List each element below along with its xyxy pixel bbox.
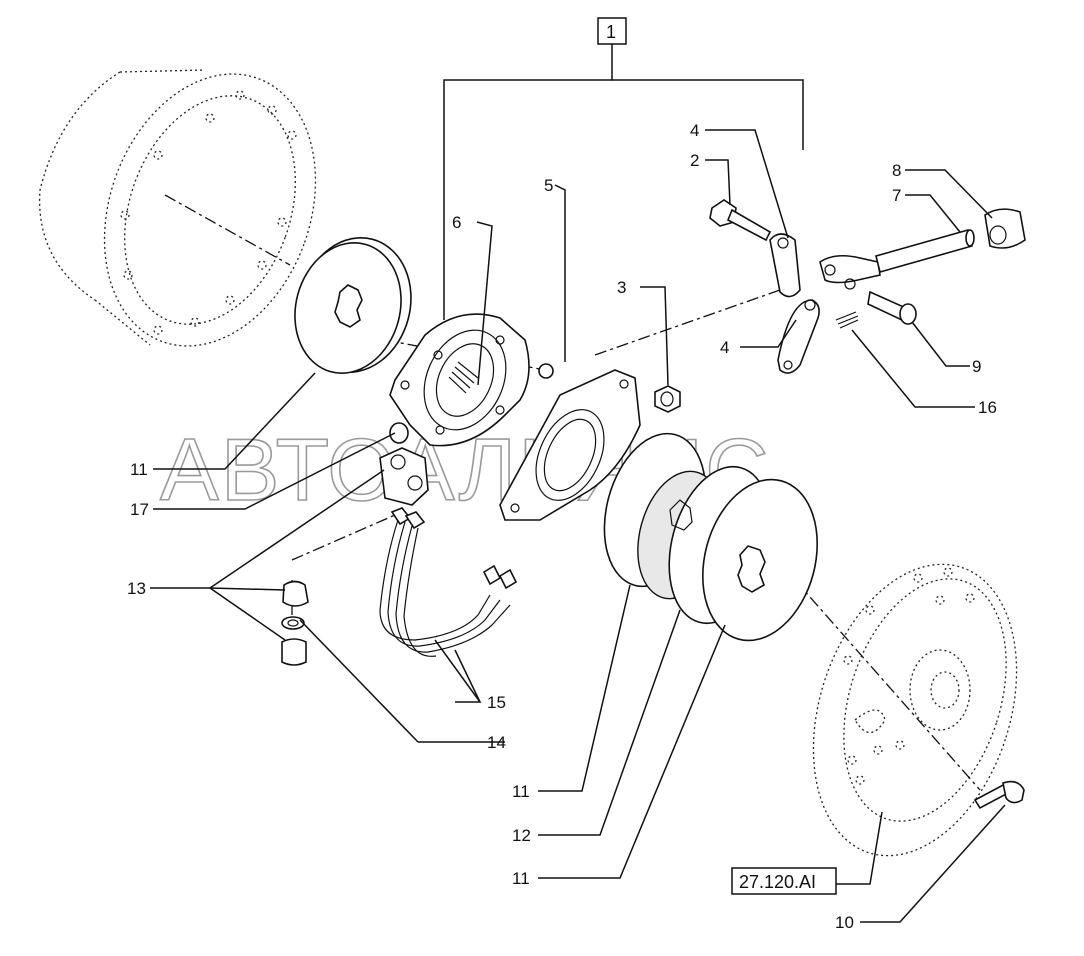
bushing-set bbox=[281, 580, 309, 666]
leader-lines bbox=[150, 129, 1006, 923]
callout-15: 15 bbox=[487, 693, 506, 712]
callout-9: 9 bbox=[972, 357, 981, 376]
bolt-part-10 bbox=[973, 780, 1025, 810]
callout-11-middle: 11 bbox=[512, 782, 530, 801]
actuator-plate bbox=[389, 313, 530, 447]
callout-7: 7 bbox=[892, 186, 901, 205]
cotter-pin-part-16 bbox=[835, 311, 859, 329]
lock-nut bbox=[654, 385, 681, 413]
disc-pack bbox=[603, 432, 819, 642]
threaded-rod-part-7 bbox=[875, 229, 975, 273]
callout-3: 3 bbox=[617, 278, 626, 297]
callout-12: 12 bbox=[512, 826, 531, 845]
group-ref-label: 1 bbox=[606, 22, 616, 42]
clevis-fork bbox=[819, 254, 881, 290]
wear-sensor-switch bbox=[379, 447, 429, 530]
callout-2: 2 bbox=[690, 151, 699, 170]
callout-10: 10 bbox=[835, 913, 854, 932]
callout-5: 5 bbox=[544, 176, 553, 195]
callout-11-upper: 11 bbox=[130, 460, 148, 479]
group-bracket: 1 bbox=[443, 17, 804, 320]
reference-box-label: 27.120.AI bbox=[739, 872, 816, 892]
link-plate-upper bbox=[769, 233, 801, 298]
sensor-cable-harness bbox=[379, 519, 518, 657]
callout-17: 17 bbox=[130, 500, 149, 519]
hub-flange-dotted bbox=[812, 563, 1018, 857]
bolt-part-2 bbox=[709, 199, 772, 242]
callout-4-lower: 4 bbox=[720, 338, 729, 357]
friction-disc-upper bbox=[294, 236, 412, 374]
link-plate-lower bbox=[777, 299, 820, 374]
callout-16: 16 bbox=[978, 398, 997, 417]
pin-part-9 bbox=[867, 290, 917, 325]
callout-4-upper: 4 bbox=[690, 121, 699, 140]
callout-14: 14 bbox=[487, 733, 506, 752]
nut-part-8 bbox=[984, 208, 1026, 249]
reference-box: 27.120.AI bbox=[731, 811, 883, 895]
callout-labels: 11 17 13 14 15 11 12 11 5 6 3 2 4 4 8 7 … bbox=[127, 121, 997, 932]
callout-8: 8 bbox=[892, 161, 901, 180]
callout-11-lower: 11 bbox=[512, 869, 530, 888]
callout-13: 13 bbox=[127, 579, 146, 598]
brake-housing-plate bbox=[499, 369, 641, 521]
o-ring bbox=[389, 422, 409, 444]
brake-drum-dotted bbox=[38, 69, 317, 347]
steel-ball bbox=[538, 363, 554, 379]
callout-6: 6 bbox=[452, 213, 461, 232]
